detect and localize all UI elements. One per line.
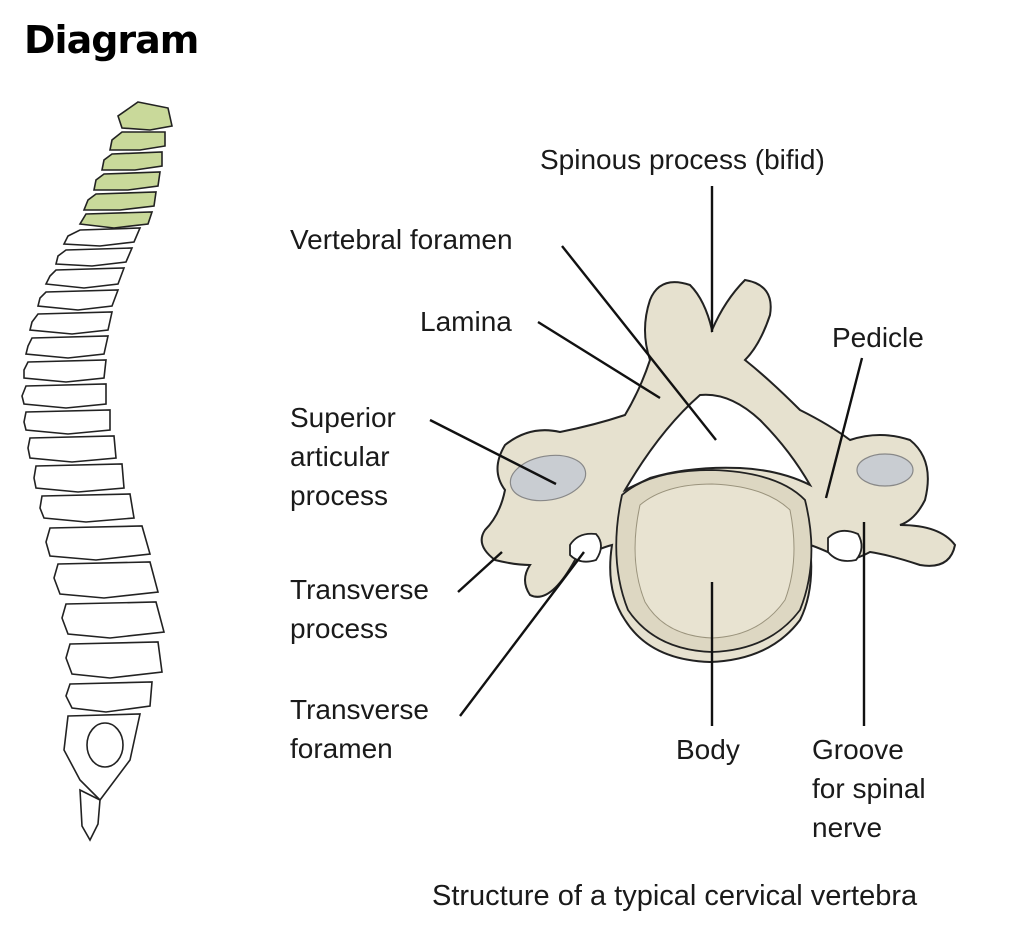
label-lamina: Lamina bbox=[420, 306, 512, 337]
transverse-foramen-right-shape bbox=[827, 529, 863, 562]
leader-transverse-foramen bbox=[459, 551, 585, 717]
label-transverse-foramen-line2: foramen bbox=[290, 733, 393, 764]
cervical-region bbox=[78, 101, 173, 229]
label-transverse-foramen: Transverse foramen bbox=[290, 690, 429, 768]
leader-lines bbox=[429, 186, 866, 726]
domain-tag: Diagram bbox=[24, 18, 199, 62]
label-spinous-process: Spinous process (bifid) bbox=[540, 144, 825, 175]
articular-facet-right bbox=[856, 453, 914, 487]
label-superior-articular-line1: Superior bbox=[290, 402, 396, 433]
sacrum-coccyx bbox=[63, 713, 141, 842]
label-groove: Groove for spinal nerve bbox=[812, 730, 926, 847]
vertebra-illustration bbox=[480, 278, 957, 664]
vertebral-body-inner bbox=[634, 483, 795, 639]
label-superior-articular: Superior articular process bbox=[290, 398, 396, 515]
leader-lamina bbox=[537, 320, 661, 400]
thoracic-region bbox=[21, 227, 142, 523]
articular-facet-left bbox=[509, 454, 587, 502]
label-superior-articular-line3: process bbox=[290, 480, 389, 511]
label-superior-articular-line2: articular bbox=[290, 441, 390, 472]
label-groove-line2: for spinal bbox=[812, 773, 926, 804]
label-groove-line3: nerve bbox=[812, 812, 883, 843]
leader-superior-articular bbox=[429, 418, 557, 486]
vertebral-foramen-shape bbox=[622, 393, 813, 493]
label-pedicle: Pedicle bbox=[832, 322, 924, 353]
figure-caption: Structure of a typical cervical vertebra bbox=[432, 880, 918, 912]
label-transverse-process-line2: process bbox=[290, 613, 389, 644]
label-body: Body bbox=[676, 734, 740, 765]
leader-vertebral-foramen bbox=[561, 245, 717, 441]
leader-transverse-process bbox=[457, 551, 503, 593]
label-vertebral-foramen: Vertebral foramen bbox=[290, 224, 513, 255]
leader-pedicle bbox=[824, 357, 864, 499]
label-groove-line1: Groove bbox=[812, 734, 904, 765]
lumbar-region bbox=[45, 525, 166, 713]
label-transverse-process: Transverse process bbox=[290, 570, 429, 648]
spine-illustration bbox=[21, 101, 173, 842]
label-transverse-foramen-line1: Transverse bbox=[290, 694, 430, 725]
label-transverse-process-line1: Transverse bbox=[290, 574, 430, 605]
